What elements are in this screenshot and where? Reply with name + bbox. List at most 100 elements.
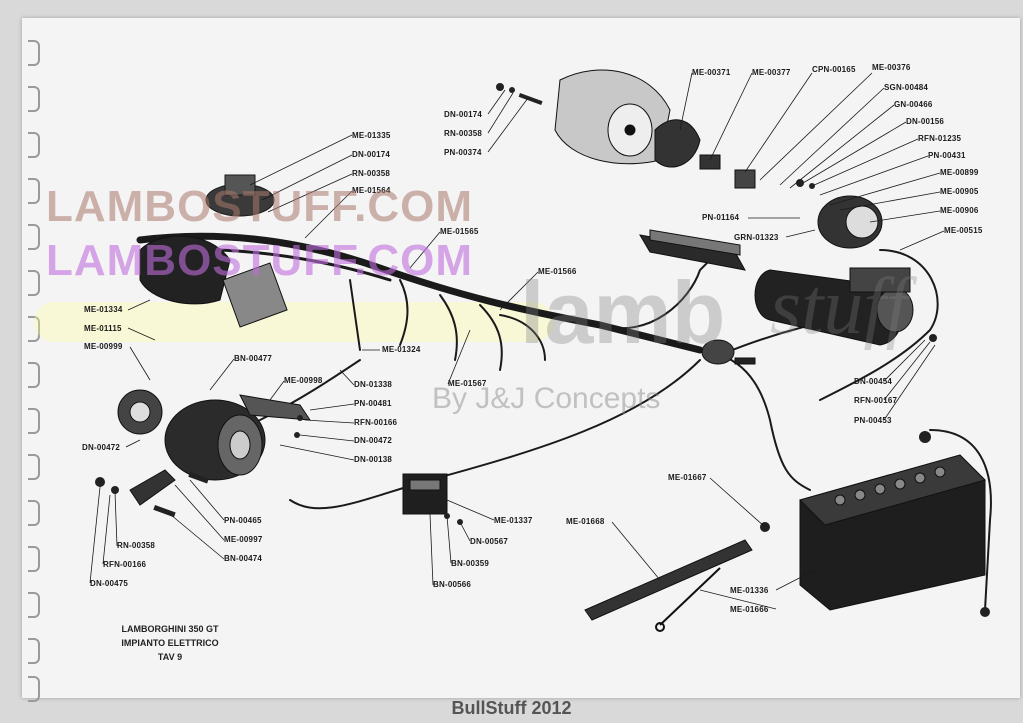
wire-lead [499, 314, 546, 361]
horn-relay [701, 339, 756, 365]
voltage-regulator [402, 473, 448, 515]
battery [799, 454, 986, 611]
binding-ring [28, 676, 40, 702]
cable-to-battery [699, 349, 811, 491]
binding-ring [28, 86, 40, 112]
watermark-byline: By J&J Concepts [432, 382, 661, 415]
watermark-highlight-band [34, 302, 554, 342]
part-label: DN-00454 [854, 377, 892, 386]
part-label: RFN-00166 [354, 418, 398, 427]
part-label: RN-00358 [352, 169, 390, 178]
bolt-set [496, 83, 815, 189]
part-label: DN-00156 [906, 117, 944, 126]
watermark-text: LAMBOSTUFF.COM [46, 182, 474, 231]
wire-lead [479, 304, 503, 371]
watermark-logo-text: lamb [520, 263, 726, 362]
wire-lead [399, 279, 409, 346]
part-label: BN-00474 [224, 554, 262, 563]
starter-motor-top [554, 69, 756, 189]
caption-system: IMPIANTO ELETTRICO [121, 638, 219, 648]
part-label: ME-01666 [730, 605, 769, 614]
part-label: SGN-00484 [884, 83, 928, 92]
part-label: ME-00998 [284, 376, 323, 385]
part-label: ME-01336 [730, 586, 769, 595]
fuse-box [639, 229, 746, 271]
part-label: BN-00359 [451, 559, 489, 568]
part-label: CPN-00165 [812, 65, 856, 74]
part-label: GRN-01323 [734, 233, 779, 242]
cable-generator [819, 249, 939, 401]
caption-model: LAMBORGHINI 350 GT [121, 624, 219, 634]
part-label: DN-00174 [444, 110, 482, 119]
part-label: RFN-00166 [103, 560, 147, 569]
generator [817, 195, 883, 249]
binding-ring [28, 500, 40, 526]
watermark-text: LAMBOSTUFF.COM [46, 236, 474, 285]
part-label: DN-01338 [354, 380, 392, 389]
part-label: ME-01667 [668, 473, 707, 482]
part-label: ME-00906 [940, 206, 979, 215]
wire-lead [349, 279, 361, 351]
binding-ring [28, 592, 40, 618]
part-label: ME-00377 [752, 68, 791, 77]
part-label: DN-00472 [82, 443, 120, 452]
part-label: ME-01115 [84, 324, 122, 333]
starter-motor [754, 267, 914, 346]
part-label: DN-00174 [352, 150, 390, 159]
binding-ring [28, 546, 40, 572]
cable-to-regulator [289, 359, 701, 510]
part-label: PN-01164 [702, 213, 740, 222]
part-label: ME-00515 [944, 226, 983, 235]
part-label: ME-01565 [440, 227, 479, 236]
binding-ring [28, 316, 40, 342]
part-label: RN-00358 [444, 129, 482, 138]
part-label: ME-01668 [566, 517, 605, 526]
part-label: RFN-01235 [918, 134, 962, 143]
part-label: BN-00477 [234, 354, 272, 363]
leader-lines [89, 72, 945, 610]
part-label: ME-01564 [352, 186, 391, 195]
binding-ring [28, 362, 40, 388]
binding-ring [28, 638, 40, 664]
harness-to-fusebox [599, 254, 716, 330]
watermark-logo-script: stuff [770, 263, 908, 351]
part-label: DN-00472 [354, 436, 392, 445]
ignition-coil [205, 174, 275, 217]
binding-ring [28, 132, 40, 158]
distributor-assembly [117, 235, 288, 435]
binding-ring [28, 40, 40, 66]
wire-lead [439, 294, 458, 361]
battery-ground-cable [929, 429, 992, 611]
part-label: ME-00376 [872, 63, 911, 72]
part-label: DN-00138 [354, 455, 392, 464]
diagram-caption: LAMBORGHINI 350 GT IMPIANTO ELETTRICO TA… [100, 622, 240, 664]
battery-hold-down-rod [584, 539, 753, 632]
part-label: RFN-00167 [854, 396, 898, 405]
part-label: ME-01567 [448, 379, 487, 388]
binding-ring [28, 408, 40, 434]
binding-ring [28, 178, 40, 204]
part-label: ME-00371 [692, 68, 731, 77]
spiral-binding [28, 40, 42, 702]
part-label: GN-00466 [894, 100, 933, 109]
part-label: DN-00567 [470, 537, 508, 546]
binding-ring [28, 224, 40, 250]
part-label: PN-00431 [928, 151, 966, 160]
main-wiring-harness [136, 232, 704, 354]
part-label: ME-00905 [940, 187, 979, 196]
alternator [129, 399, 266, 506]
part-label: PN-00465 [224, 516, 262, 525]
part-label: RN-00358 [117, 541, 155, 550]
part-label: PN-00453 [854, 416, 892, 425]
caption-plate: TAV 9 [157, 652, 183, 662]
binding-ring [28, 270, 40, 296]
footer-credit: BullStuff 2012 [451, 698, 572, 718]
part-label: ME-00997 [224, 535, 263, 544]
part-label: ME-01566 [538, 267, 577, 276]
binding-ring [28, 454, 40, 480]
part-label: DN-00475 [90, 579, 128, 588]
part-label: PN-00374 [444, 148, 482, 157]
part-label: ME-00999 [84, 342, 123, 351]
